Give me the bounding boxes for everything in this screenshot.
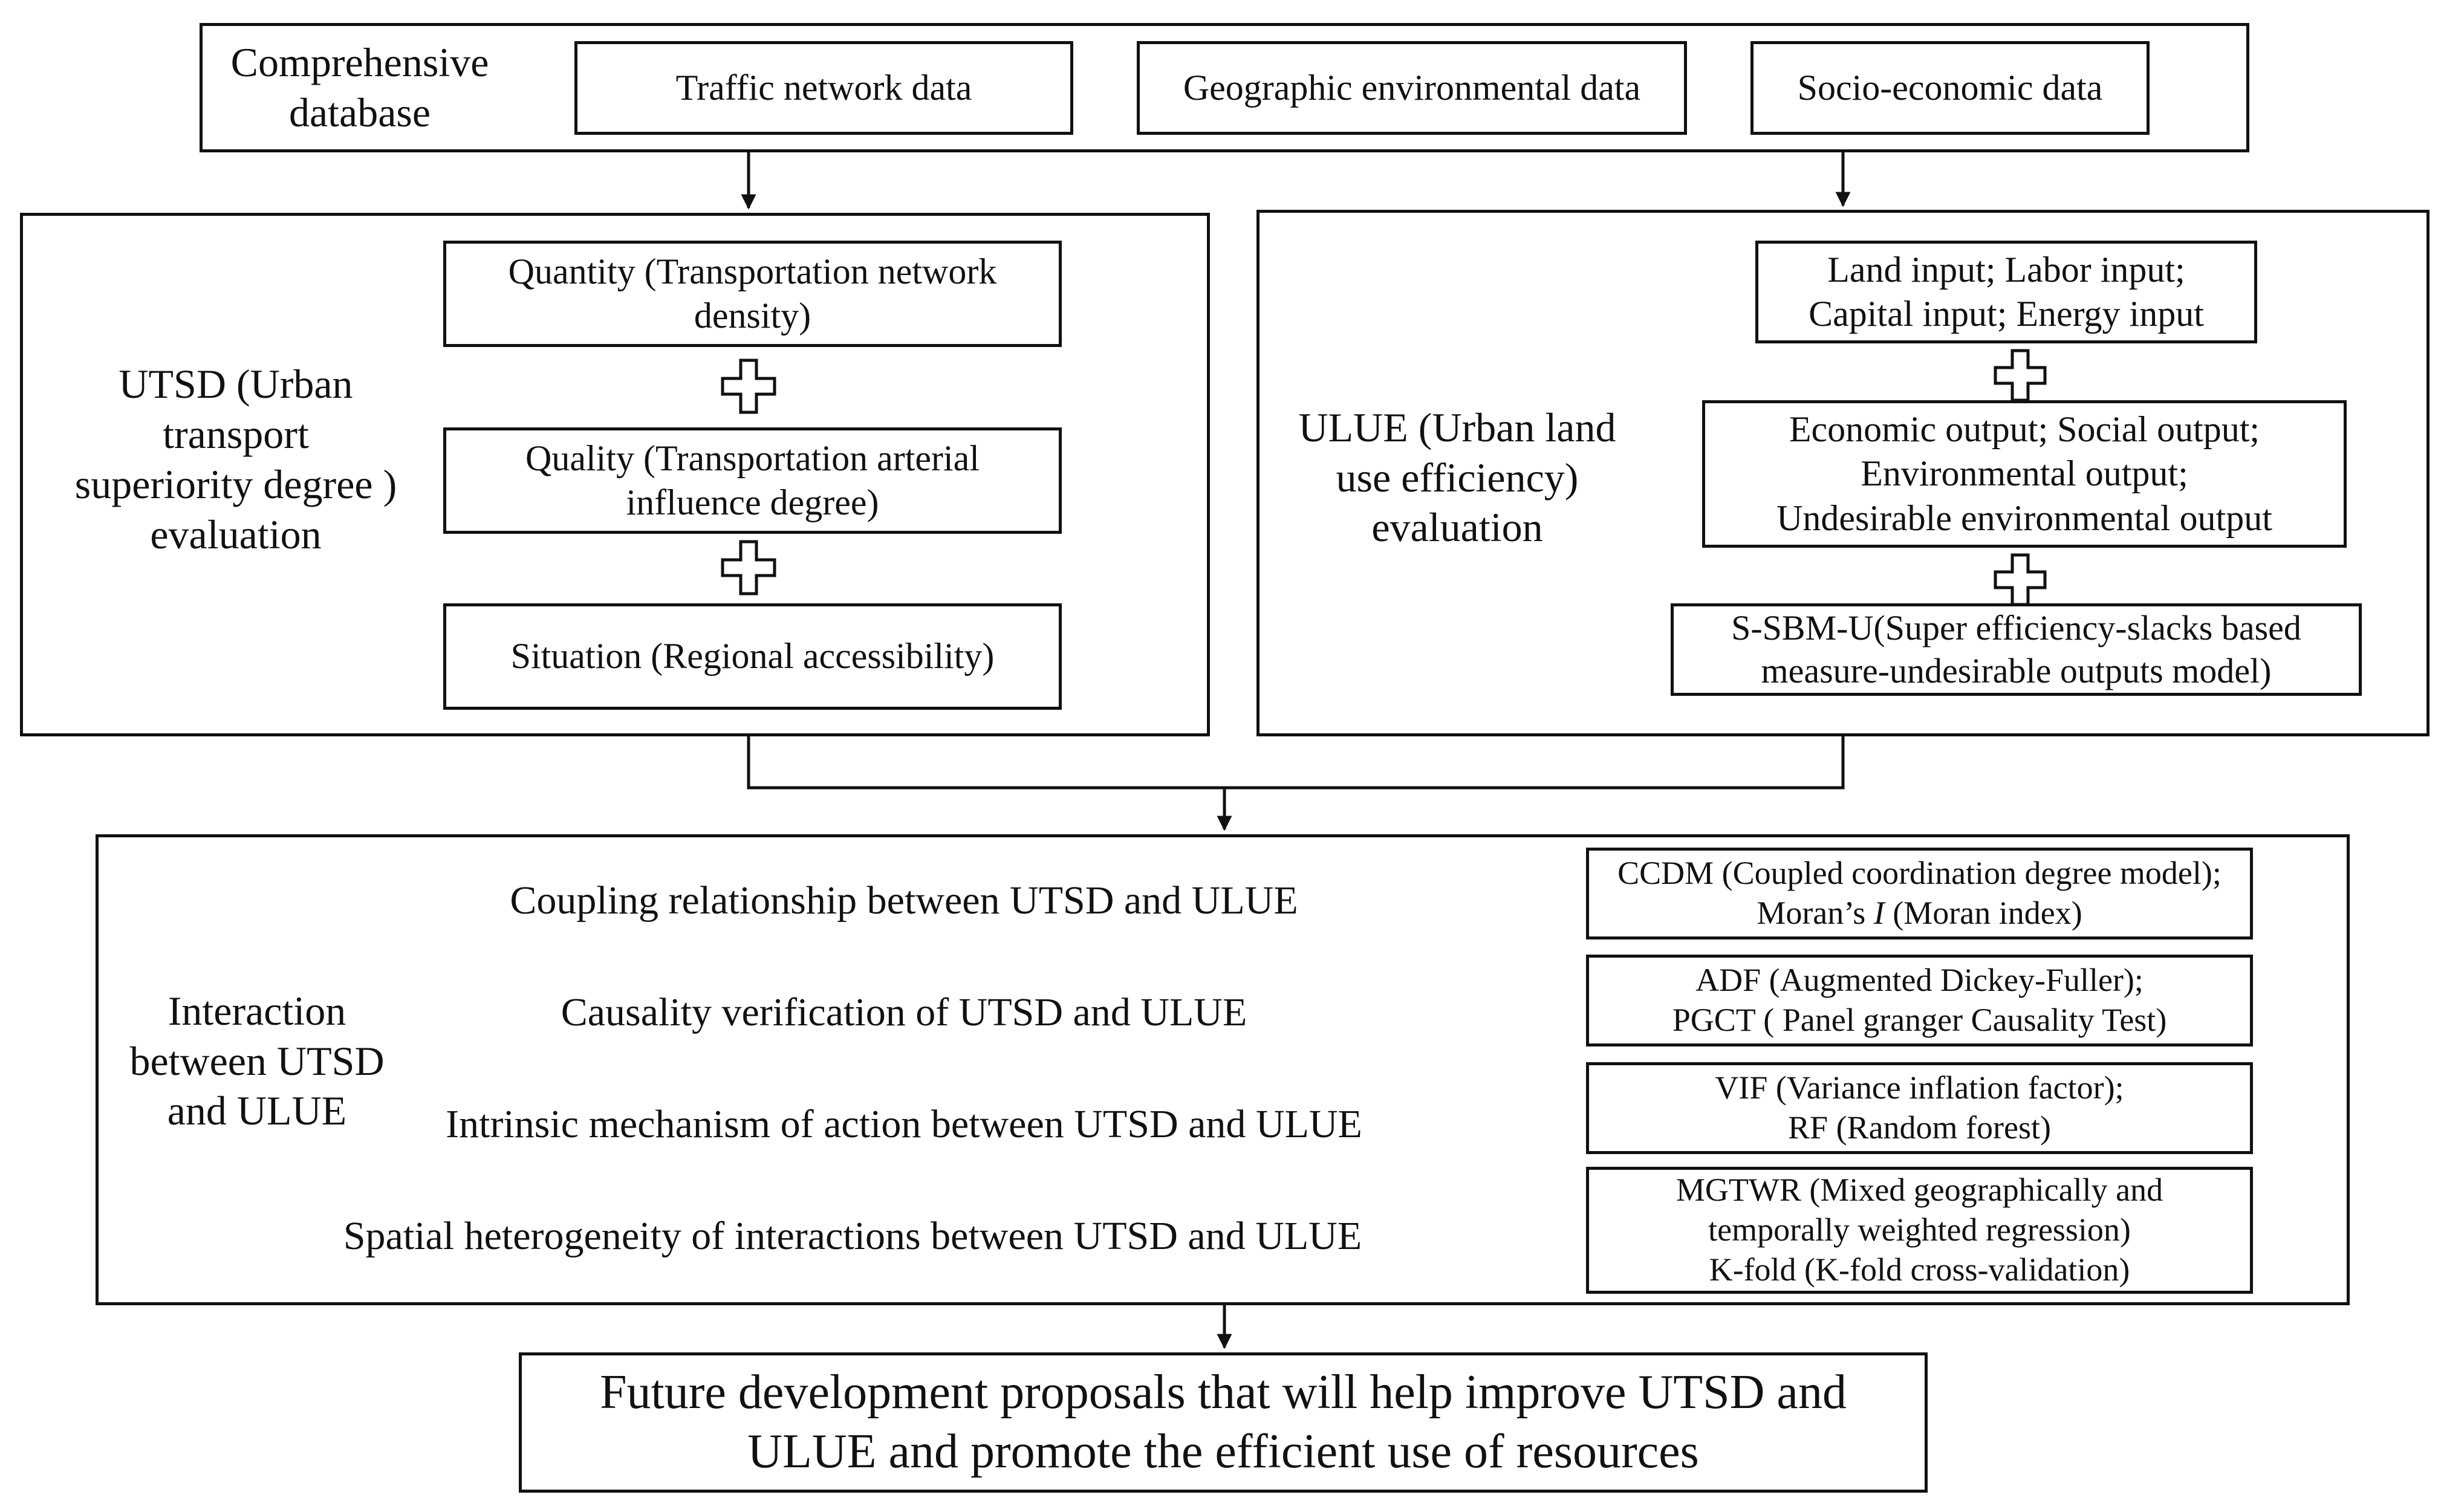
proposal-box — [519, 1352, 1928, 1493]
ulue-output-box — [1702, 400, 2347, 548]
method-mgtwr-line3: K-fold (K-fold cross-validation) — [1709, 1251, 2130, 1288]
ulue-input-label: Land input; Labor input; Capital input; … — [1809, 249, 2204, 334]
method-adf-line2: PGCT ( Panel granger Causality Test) — [1672, 1002, 2167, 1038]
utsd-title: UTSD (Urban transport superiority degree… — [74, 361, 397, 557]
method-mgtwr-line2: temporally weighted regression) — [1708, 1212, 2131, 1248]
method-mgtwr: MGTWR (Mixed geographically and temporal… — [1586, 1167, 2253, 1294]
database-item-geographic-label: Geographic environmental data — [1183, 67, 1641, 108]
method-vif: VIF (Variance inflation factor); RF (Ran… — [1586, 1062, 2253, 1154]
proposal-text: Future development proposals that will h… — [600, 1366, 1847, 1478]
method-adf: ADF (Augmented Dickey-Fuller); PGCT ( Pa… — [1586, 955, 2253, 1046]
database-item-traffic-label: Traffic network data — [675, 67, 972, 108]
method-vif-line2: RF (Random forest) — [1788, 1109, 2051, 1146]
database-item-geographic — [1137, 41, 1687, 135]
connector-panels-merge — [747, 736, 1845, 790]
database-item-traffic — [574, 41, 1073, 135]
utsd-quantity-box — [443, 241, 1062, 347]
method-box-adf — [1586, 955, 2253, 1046]
utsd-quality-label: Quality (Transportation arterial influen… — [525, 438, 980, 522]
method-vif-line1: VIF (Variance inflation factor); — [1715, 1069, 2124, 1106]
database-item-socio-label: Socio-economic data — [1797, 67, 2103, 108]
ulue-input-box — [1755, 241, 2257, 343]
method-ccdm: CCDM (Coupled coordination degree model)… — [1586, 848, 2253, 939]
method-box-ccdm — [1586, 848, 2253, 939]
method-adf-line1: ADF (Augmented Dickey-Fuller); — [1695, 962, 2144, 999]
database-title: Comprehensive database — [230, 39, 489, 135]
method-box-mgtwr — [1586, 1167, 2253, 1294]
interaction-row-causality: Causality verification of UTSD and ULUE — [561, 990, 1247, 1034]
interaction-row-coupling: Coupling relationship between UTSD and U… — [510, 878, 1298, 923]
utsd-quantity-label: Quantity (Transportation network density… — [508, 251, 997, 336]
method-ccdm-line1: CCDM (Coupled coordination degree model)… — [1617, 855, 2222, 892]
utsd-quality-box — [443, 427, 1062, 534]
method-mgtwr-line1: MGTWR (Mixed geographically and — [1676, 1172, 2163, 1209]
interaction-row-heterogeneity: Spatial heterogeneity of interactions be… — [343, 1213, 1362, 1258]
utsd-situation-box — [443, 603, 1062, 710]
database-item-socio — [1750, 41, 2150, 135]
utsd-situation-label: Situation (Regional accessibility) — [510, 636, 995, 677]
ulue-model-label: S-SBM-U(Super efficiency-slacks based me… — [1731, 608, 2301, 690]
interaction-title: Interaction between UTSD and ULUE — [129, 987, 385, 1134]
ulue-model-box — [1671, 603, 2362, 696]
method-box-vif — [1586, 1062, 2253, 1154]
ulue-title: ULUE (Urban land use efficiency) evaluat… — [1298, 404, 1616, 551]
interaction-row-mechanism: Intrinsic mechanism of action between UT… — [446, 1102, 1362, 1146]
method-ccdm-line2: Moran’s I (Moran index) — [1757, 895, 2082, 931]
ulue-output-label: Economic output; Social output; Environm… — [1776, 409, 2272, 538]
